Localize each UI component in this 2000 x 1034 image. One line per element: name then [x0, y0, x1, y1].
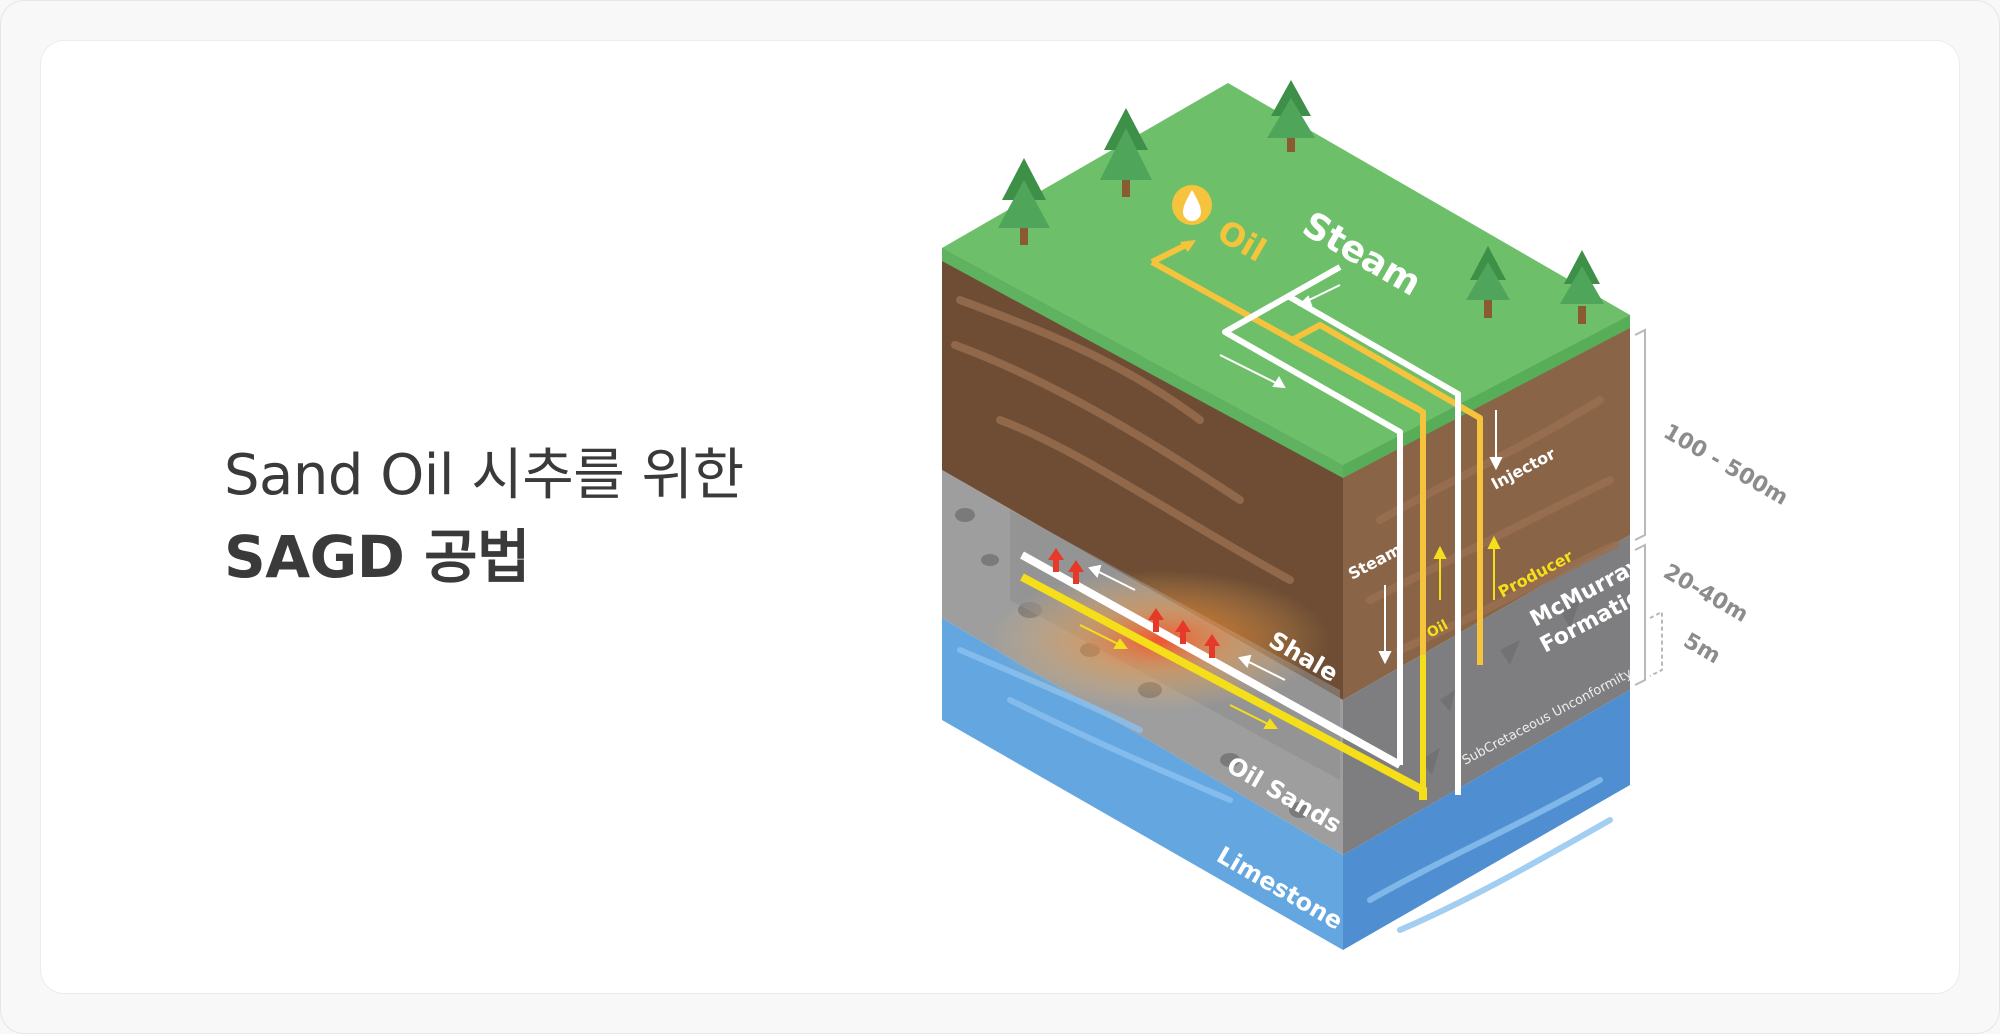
- oil-drop-icon: [1172, 185, 1212, 225]
- tree-icon: [1100, 108, 1152, 197]
- tree-icon: [1560, 250, 1604, 324]
- rock-right-face: [1343, 535, 1630, 855]
- injector-horizontal: [1020, 551, 1402, 769]
- depth-upper-label: 100 - 500m: [1659, 420, 1792, 511]
- tree-icon: [998, 158, 1050, 245]
- oil-pipe-branch: [1290, 322, 1483, 665]
- flow-arrows: [1088, 284, 1503, 681]
- oil-flow-arrows: [1079, 535, 1501, 729]
- grass-right-edge: [1343, 315, 1630, 478]
- tree-icon: [1267, 80, 1315, 152]
- water-left-face: [942, 618, 1343, 950]
- grass-left-edge: [942, 248, 1343, 478]
- headline: Sand Oil 시추를 위한 SAGD 공법: [224, 436, 744, 598]
- heat-arrow-icon: [1048, 548, 1220, 658]
- soil-right-face: [1343, 315, 1630, 700]
- headline-line-2: SAGD 공법: [224, 523, 530, 591]
- depth-lower-label: 5m: [1679, 629, 1725, 670]
- tree-icon: [1466, 246, 1510, 318]
- depth-middle-label: 20-40m: [1659, 560, 1752, 628]
- oil-arrow-icon: [1180, 240, 1196, 252]
- depth-brackets: [1634, 328, 1663, 686]
- water-right-face: [1343, 690, 1630, 950]
- headline-line-1: Sand Oil 시추를 위한: [224, 443, 744, 508]
- steam-pipe: [1222, 264, 1461, 790]
